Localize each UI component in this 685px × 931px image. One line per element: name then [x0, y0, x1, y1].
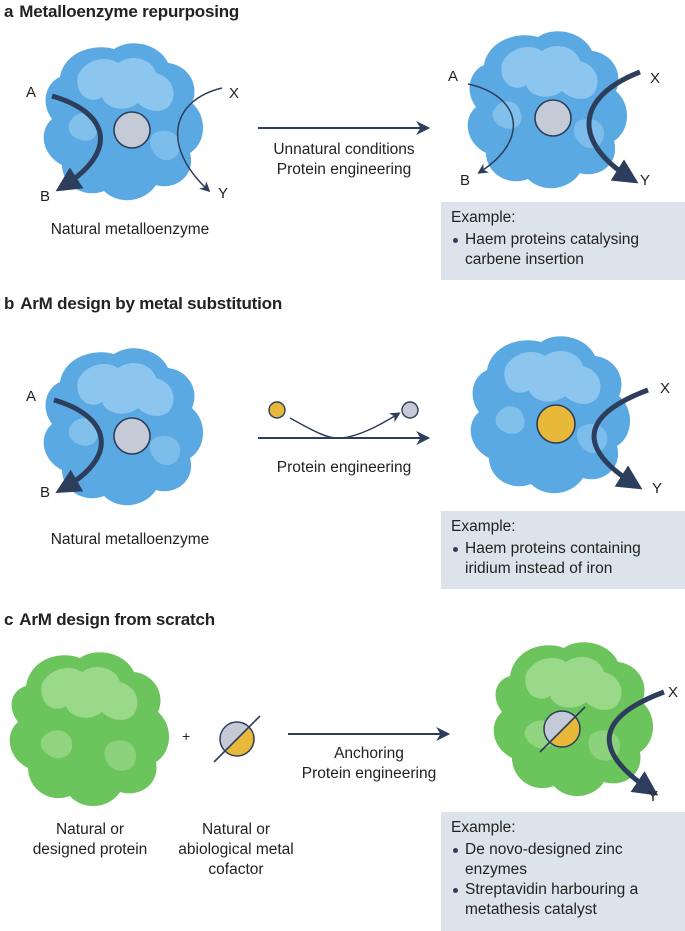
label-y: Y: [652, 480, 663, 497]
example-list: De novo-designed zinc enzymes Streptavid…: [451, 840, 675, 920]
panel-b-metal-exchange: [258, 401, 431, 445]
plus-sign: +: [182, 728, 191, 744]
panel-c-right-protein: [493, 642, 665, 797]
reaction-arrow-a-to-b: [51, 93, 103, 192]
arrow-text-line: Protein engineering: [276, 459, 412, 476]
reaction-arrow-a-to-b: [53, 397, 104, 493]
label-a: A: [26, 84, 37, 101]
example-item: Haem proteins containing iridium instead…: [451, 539, 675, 579]
reaction-arrow-x-to-y: [606, 689, 665, 796]
label-y: Y: [218, 185, 229, 202]
label-a: A: [26, 388, 37, 405]
example-heading: Example:: [451, 209, 516, 226]
panel-letter: b: [4, 294, 15, 313]
panel-c-protein-caption: Natural or designed protein: [32, 821, 148, 858]
label-a: A: [448, 68, 459, 85]
arrow-text-line: Anchoring: [334, 745, 404, 762]
panel-letter: a: [4, 2, 14, 21]
metal-centre: [113, 417, 151, 455]
panel-b-left-protein: [43, 348, 204, 506]
label-y: Y: [640, 172, 651, 189]
example-item: Haem proteins catalysing carbene inserti…: [451, 230, 675, 270]
label-x: X: [650, 70, 661, 87]
label-y: Y: [648, 788, 659, 805]
metal-swap-arrow: [289, 412, 401, 440]
panel-b-caption: Natural metalloenzyme: [50, 531, 210, 548]
example-list: Haem proteins containing iridium instead…: [451, 539, 675, 579]
panel-c-cofactor: [213, 715, 261, 763]
label-b: B: [40, 188, 51, 205]
example-item: De novo-designed zinc enzymes: [451, 840, 675, 880]
label-b: B: [40, 484, 51, 501]
panel-title-text: ArM design by metal substitution: [20, 294, 283, 313]
grey-metal-ion: [401, 401, 419, 419]
reaction-arrow-x-to-y: [591, 387, 649, 490]
example-heading: Example:: [451, 819, 516, 836]
label-x: X: [668, 684, 679, 701]
panel-c-left-protein: [9, 652, 170, 807]
panel-letter: c: [4, 610, 14, 629]
panel-b-title: b ArM design by metal substitution: [4, 294, 282, 314]
panel-a-arrow-text: Unnatural conditions Protein engineering: [254, 140, 434, 180]
panel-b-arrow-text: Protein engineering: [254, 458, 434, 478]
metal-centre: [536, 404, 576, 444]
arrow-text-line: Protein engineering: [301, 765, 437, 782]
metal-centre: [113, 111, 151, 149]
panel-a-title: a Metalloenzyme repurposing: [4, 2, 239, 22]
panel-c-cofactor-caption: Natural or abiological metal cofactor: [178, 821, 294, 878]
example-heading: Example:: [451, 518, 516, 535]
panel-b-right-protein: [470, 336, 649, 494]
panel-c-example-box: Example: De novo-designed zinc enzymes S…: [441, 812, 685, 931]
panel-c-arrow-text: Anchoring Protein engineering: [284, 744, 454, 784]
panel-b-example-box: Example: Haem proteins containing iridiu…: [441, 511, 685, 589]
panel-a-caption: Natural metalloenzyme: [50, 221, 210, 238]
arrow-text-line: Protein engineering: [276, 161, 412, 178]
metal-centre: [534, 99, 572, 137]
panel-title-text: ArM design from scratch: [19, 610, 215, 629]
gold-metal-ion: [268, 401, 286, 419]
reaction-arrow-x-to-y: [176, 87, 223, 193]
panel-a-left-protein: [43, 43, 223, 201]
panel-c-title: c ArM design from scratch: [4, 610, 215, 630]
label-b: B: [460, 172, 471, 189]
reaction-arrow-a-to-b: [467, 83, 515, 174]
panel-title-text: Metalloenzyme repurposing: [19, 2, 240, 21]
example-list: Haem proteins catalysing carbene inserti…: [451, 230, 675, 270]
panel-a-example-box: Example: Haem proteins catalysing carben…: [441, 202, 685, 280]
label-x: X: [660, 380, 671, 397]
arrow-text-line: Unnatural conditions: [273, 141, 415, 158]
example-item: Streptavidin harbouring a metathesis cat…: [451, 880, 675, 920]
reaction-arrow-x-to-y: [586, 69, 641, 184]
panel-a-right-protein: [467, 31, 641, 189]
label-x: X: [229, 85, 240, 102]
